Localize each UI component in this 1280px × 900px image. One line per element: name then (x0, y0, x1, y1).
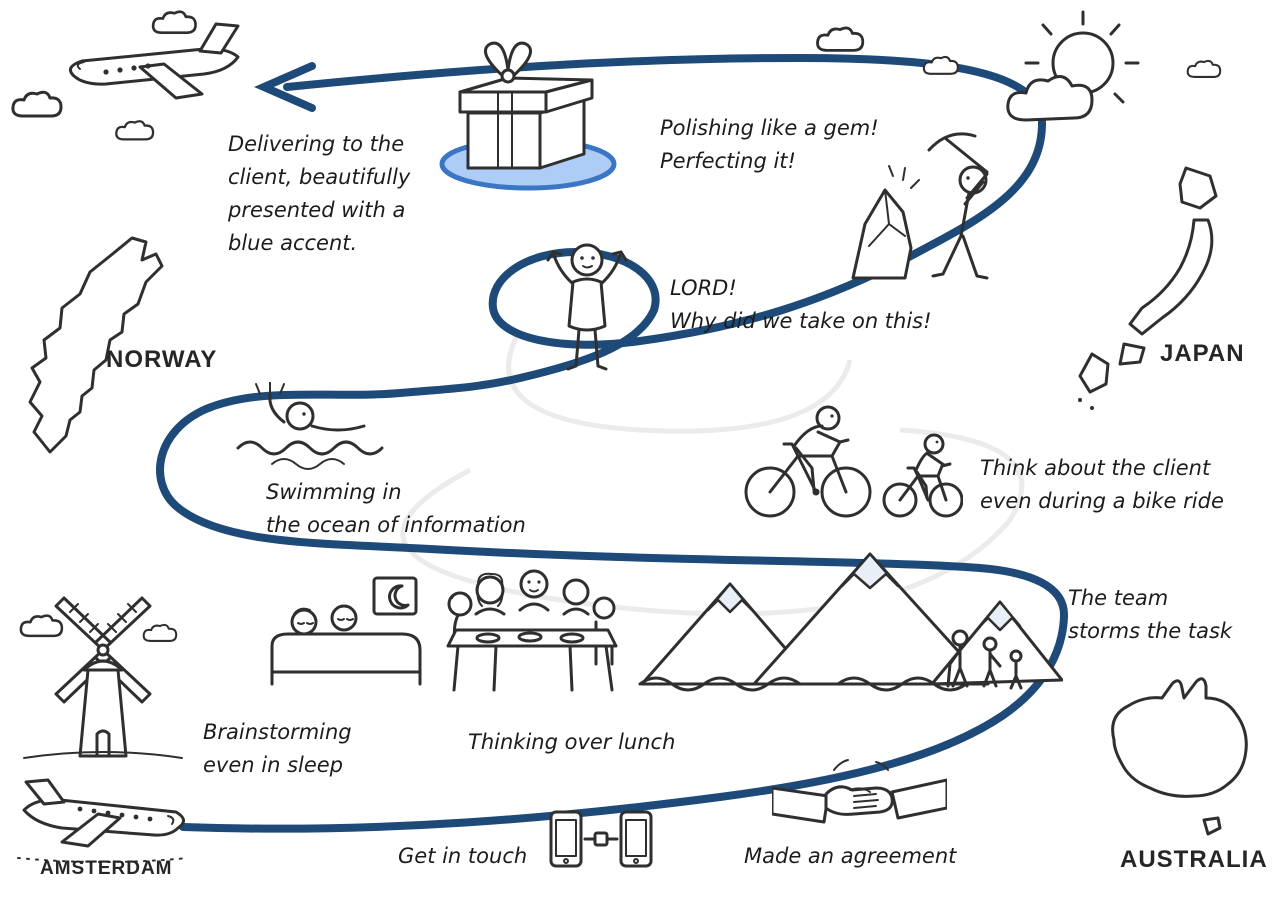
label-norway: NORWAY (106, 346, 218, 373)
person-celebrating-icon (546, 243, 628, 371)
caption-line: Thinking over lunch (468, 730, 676, 754)
caption-line: Brainstorming (203, 720, 352, 744)
caption-lunch: Thinking over lunch (468, 726, 675, 759)
caption-polishing: Polishing like a gem! Perfecting it! (660, 112, 879, 178)
caption-line: presented with a (228, 198, 406, 222)
caption-sleep: Brainstorming even in sleep (203, 716, 352, 782)
caption-line: Made an agreement (744, 844, 957, 868)
cloud-icon (812, 24, 874, 56)
airplane-flying-icon (68, 22, 240, 100)
caption-line: Delivering to the (228, 132, 405, 156)
person-mining-gem-icon (851, 132, 989, 280)
caption-swimming: Swimming in the ocean of information (266, 476, 526, 542)
caption-line: client, beautifully (228, 165, 411, 189)
couple-sleeping-icon (270, 576, 422, 686)
hikers-icon (946, 629, 1023, 690)
australia-map-icon (1111, 677, 1248, 836)
caption-line: the ocean of information (266, 513, 526, 537)
cloud-icon (920, 54, 966, 78)
adult-and-child-cycling-icon (744, 405, 963, 518)
windmill-icon (23, 596, 183, 759)
caption-agreement: Made an agreement (744, 840, 956, 873)
person-swimming-icon (236, 382, 384, 470)
caption-line: LORD! (670, 276, 737, 300)
caption-line: blue accent. (228, 231, 358, 255)
caption-line: The team (1068, 586, 1169, 610)
caption-line: Perfecting it! (660, 149, 796, 173)
caption-line: Get in touch (398, 844, 528, 868)
label-amsterdam: AMSTERDAM (40, 858, 173, 879)
sun-behind-cloud-icon (1006, 10, 1140, 122)
connected-phones-icon (549, 810, 653, 868)
japan-map-icon (1078, 166, 1218, 410)
label-australia: AUSTRALIA (1120, 846, 1268, 873)
mountains-with-hikers-icon (638, 552, 1063, 692)
caption-line: Swimming in (266, 480, 402, 504)
caption-touch: Get in touch (398, 840, 527, 873)
handshake-icon (772, 759, 947, 824)
caption-bike-ride: Think about the client even during a bik… (980, 452, 1224, 518)
airplane-airport-icon (17, 778, 189, 863)
arrowhead-icon (254, 62, 316, 112)
caption-lord: LORD! Why did we take on this! (670, 272, 932, 338)
label-japan: JAPAN (1160, 340, 1245, 367)
caption-team: The team storms the task (1068, 582, 1232, 648)
cloud-icon (1184, 58, 1228, 81)
team-lunch-table-icon (446, 569, 618, 692)
gift-box-on-blue-stand-icon (439, 41, 617, 191)
caption-line: Why did we take on this! (670, 309, 932, 333)
caption-delivering: Delivering to the client, beautifully pr… (228, 128, 410, 260)
caption-line: storms the task (1068, 619, 1233, 643)
caption-line: even in sleep (203, 753, 344, 777)
caption-line: Think about the client (980, 456, 1211, 480)
norway-map-icon (28, 236, 164, 454)
caption-line: even during a bike ride (980, 489, 1224, 513)
caption-line: Polishing like a gem! (660, 116, 879, 140)
